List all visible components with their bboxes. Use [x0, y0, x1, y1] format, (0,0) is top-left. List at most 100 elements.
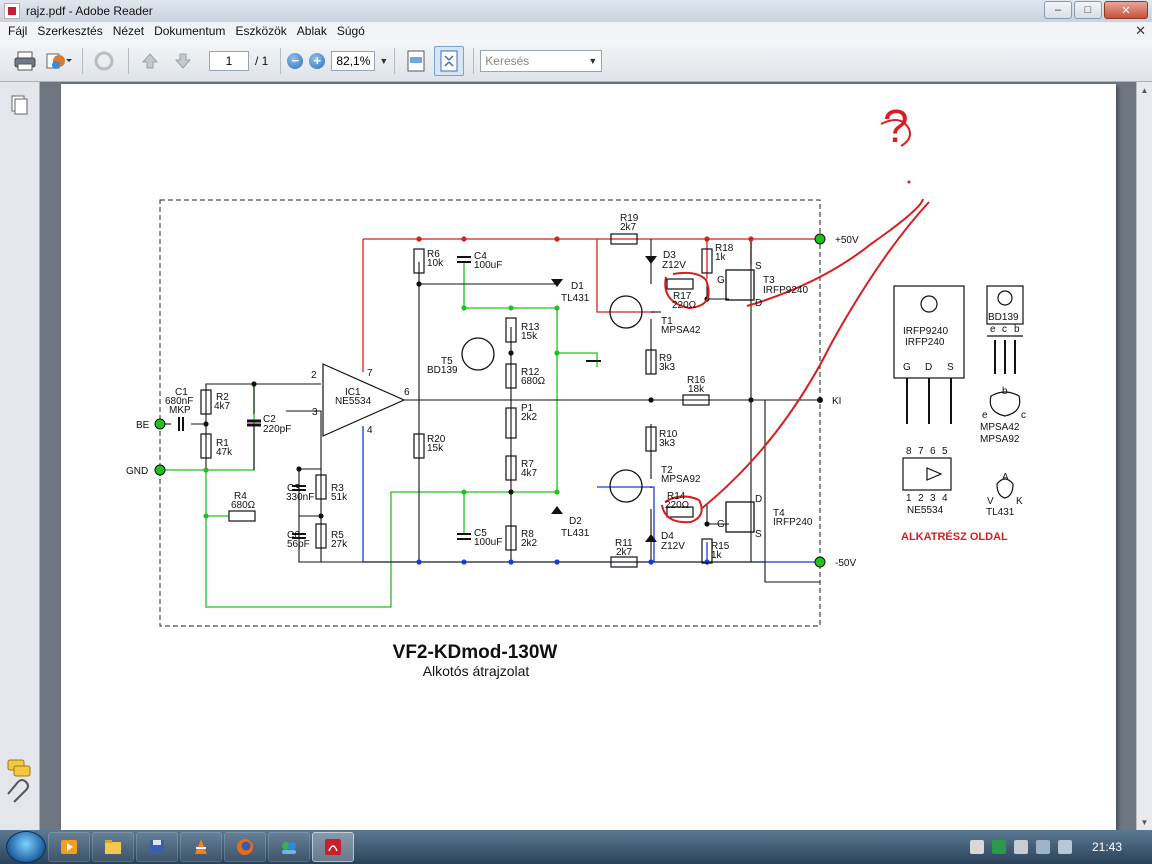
ne-name: NE5534: [907, 505, 944, 516]
menu-document[interactable]: Dokumentum: [154, 24, 226, 38]
pages-icon[interactable]: [11, 95, 28, 115]
vertical-scrollbar[interactable]: ▲ ▼: [1136, 82, 1152, 830]
taskbar-save[interactable]: [136, 832, 178, 862]
tray-monitor-icon[interactable]: [1035, 840, 1050, 854]
sync-button[interactable]: [89, 46, 119, 76]
t4-value: IRFP240: [773, 517, 813, 528]
zoom-level-input[interactable]: 82,1%: [331, 50, 376, 71]
schematic-border: [159, 199, 821, 627]
mpsa-name-1: MPSA42: [980, 422, 1020, 433]
navigation-panel: [0, 82, 40, 830]
c4-label: C4: [474, 251, 487, 262]
arrow-down-icon: [174, 53, 192, 69]
c5-value: 100uF: [474, 537, 502, 548]
r18-label: R18: [715, 243, 734, 254]
ne-pin-5: 5: [942, 446, 948, 457]
toolbar-separator: [473, 47, 475, 74]
r2-value: 4k7: [214, 401, 231, 412]
toolbar: 1 / 1 − + 82,1% ▼ Keresés ▼: [0, 40, 1152, 82]
r19-value: 2k7: [620, 222, 637, 233]
t1-value: MPSA42: [661, 325, 701, 336]
part-outlines: [893, 285, 1024, 499]
fit-page-button[interactable]: [434, 45, 465, 76]
next-page-button[interactable]: [168, 46, 198, 76]
collaborate-button[interactable]: [43, 46, 73, 76]
tray-app-icon[interactable]: [969, 840, 984, 854]
menu-tools[interactable]: Eszközök: [235, 24, 287, 38]
search-placeholder: Keresés: [485, 53, 530, 68]
menu-view[interactable]: Nézet: [112, 24, 145, 38]
menu-file[interactable]: Fájl: [8, 24, 28, 38]
chevron-down-icon[interactable]: ▼: [588, 55, 598, 66]
r9-value: 3k3: [659, 362, 676, 373]
minimize-button[interactable]: –: [1044, 1, 1072, 19]
page-number-input[interactable]: 1: [209, 50, 249, 71]
t1-label: T1: [661, 316, 673, 327]
pin-3: 3: [312, 407, 318, 418]
irfp-name-2: IRFP240: [905, 337, 945, 348]
ne-pin-1: 1: [906, 493, 912, 504]
ne-pin-8: 8: [906, 446, 912, 457]
print-button[interactable]: [10, 46, 40, 76]
previous-page-button[interactable]: [135, 46, 165, 76]
ic1-label: IC1: [345, 387, 361, 398]
irfp-pin-s: S: [947, 362, 954, 373]
toolbar-separator: [394, 47, 396, 74]
c3-value: 330nF: [286, 492, 314, 503]
scroll-down-icon[interactable]: ▼: [1140, 817, 1149, 827]
taskbar-media-player[interactable]: [48, 832, 90, 862]
c3-label: C3: [287, 483, 300, 494]
close-button[interactable]: ✕: [1104, 1, 1148, 19]
firefox-icon: [237, 839, 253, 855]
r4-label: R4: [234, 491, 247, 502]
r11-value: 2k7: [616, 547, 633, 558]
t5-value: BD139: [427, 365, 458, 376]
scroll-up-icon[interactable]: ▲: [1140, 85, 1149, 95]
start-button[interactable]: [6, 831, 46, 863]
r16-label: R16: [687, 375, 706, 386]
r5-label: R5: [331, 530, 344, 541]
chevron-down-icon[interactable]: ▼: [379, 55, 389, 66]
menu-help[interactable]: Súgó: [336, 24, 365, 38]
d3-value: Z12V: [662, 260, 686, 271]
taskbar-clock[interactable]: 21:43: [1091, 840, 1122, 854]
ne-pin-7: 7: [918, 446, 924, 457]
menu-edit[interactable]: Szerkesztés: [37, 24, 103, 38]
tray-volume-icon[interactable]: [1057, 840, 1072, 854]
fit-width-button[interactable]: [401, 46, 431, 76]
taskbar-firefox[interactable]: [224, 832, 266, 862]
d3-label: D3: [663, 250, 676, 261]
taskbar-messenger[interactable]: [268, 832, 310, 862]
net-input: BE: [136, 420, 150, 431]
search-input[interactable]: Keresés ▼: [480, 49, 603, 72]
r16-value: 18k: [688, 384, 705, 395]
tray-network-icon[interactable]: [991, 840, 1006, 854]
schematic-drawing: ? C1 680nF MKP R2 4k7 R1 47k C2 220pF R4…: [126, 100, 1026, 679]
mpsa-pin-e: e: [982, 410, 988, 421]
taskbar-explorer[interactable]: [92, 832, 134, 862]
tray-flag-icon[interactable]: [1013, 840, 1028, 854]
r5-value: 27k: [331, 539, 348, 550]
r13-label: R13: [521, 322, 540, 333]
taskbar-vlc[interactable]: [180, 832, 222, 862]
document-viewport[interactable]: ? C1 680nF MKP R2 4k7 R1 47k C2 220pF R4…: [41, 82, 1136, 830]
c1-type: MKP: [169, 405, 191, 416]
zoom-in-icon[interactable]: +: [309, 52, 326, 69]
menu-bar: Fájl Szerkesztés Nézet Dokumentum Eszköz…: [0, 22, 1152, 40]
taskbar-adobe-reader[interactable]: [312, 832, 354, 862]
maximize-button[interactable]: □: [1074, 1, 1102, 19]
ic1-value: NE5534: [335, 396, 372, 407]
folder-icon: [105, 840, 121, 854]
tl-pin-v: V: [987, 496, 994, 507]
menu-window[interactable]: Ablak: [296, 24, 327, 38]
pin-4: 4: [367, 425, 373, 436]
fit-width-icon: [407, 50, 425, 71]
attachments-icon[interactable]: [7, 779, 29, 803]
comments-icon[interactable]: [7, 759, 31, 777]
r20-label: R20: [427, 434, 446, 445]
t4-drain: D: [755, 494, 762, 505]
irfp-name-1: IRFP9240: [903, 326, 948, 337]
component-labels: C1 680nF MKP R2 4k7 R1 47k C2 220pF R4 6…: [126, 213, 859, 569]
zoom-out-icon[interactable]: −: [287, 52, 304, 69]
document-close-icon[interactable]: ✕: [1135, 23, 1146, 38]
